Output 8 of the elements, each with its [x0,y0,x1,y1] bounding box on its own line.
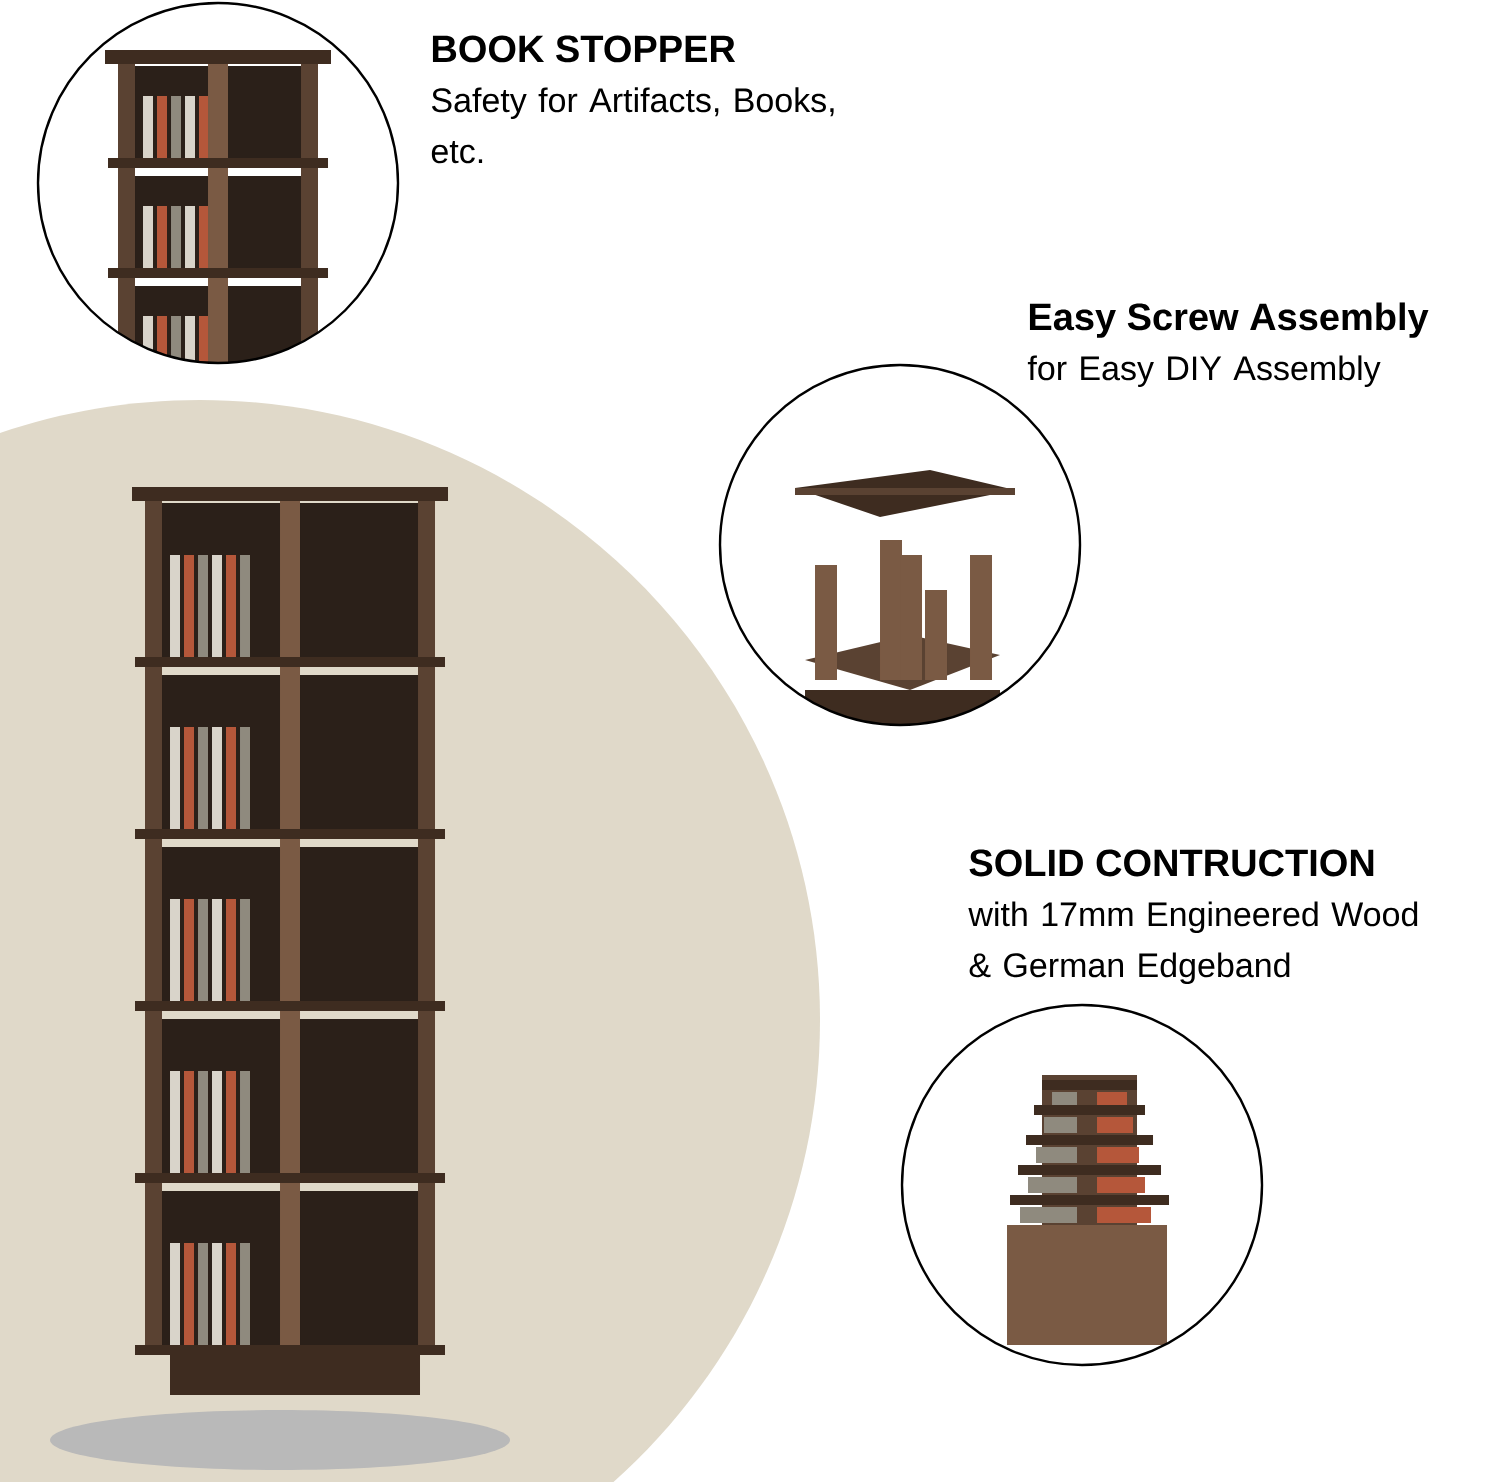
product-photo [900,1003,1264,1367]
feature-heading: Easy Screw Assembly [1029,302,1429,338]
feature-heading: BOOK STOPPER [432,35,736,63]
feature-description: Safety for Artifacts, Books, etc. [431,87,834,164]
product-photo [36,1,400,365]
feature-description: for Easy DIY Assembly [1027,355,1381,388]
feature-heading: SOLID CONTRUCTION [969,849,1374,877]
feature-description: with 17mm Engineered Wood & German Edgeband [968,901,1418,985]
